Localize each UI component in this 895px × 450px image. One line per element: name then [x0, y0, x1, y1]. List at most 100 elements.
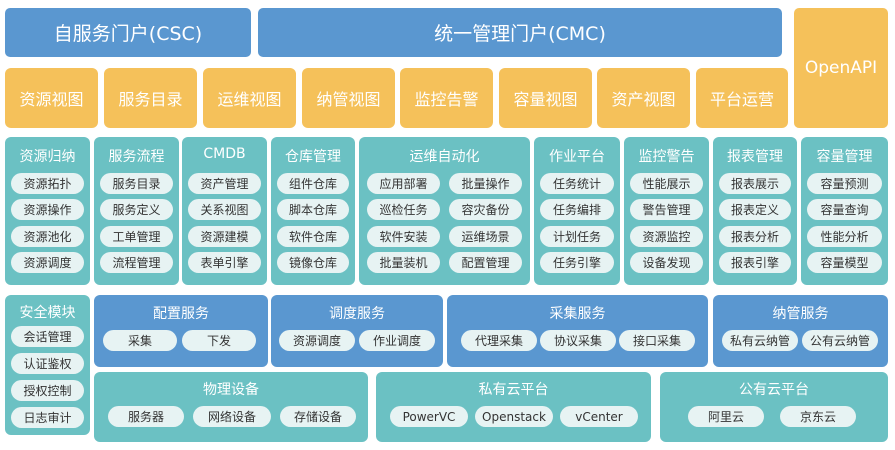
module-item[interactable]: 容量查询	[807, 199, 882, 220]
service-config: 配置服务 采集 下发	[94, 295, 268, 367]
module-item[interactable]: 脚本仓库	[277, 199, 349, 220]
view-monitoring[interactable]: 监控告警	[400, 68, 493, 128]
view-managed[interactable]: 纳管视图	[302, 68, 395, 128]
module-item[interactable]: 报表展示	[719, 173, 791, 194]
module-item[interactable]: 容量模型	[807, 252, 882, 273]
module-item[interactable]: 容量预测	[807, 173, 882, 194]
module-title: 仓库管理	[285, 149, 341, 165]
view-ops[interactable]: 运维视图	[203, 68, 296, 128]
service-title: 配置服务	[153, 306, 209, 322]
module-resource-induction: 资源归纳 资源拓扑 资源操作 资源池化 资源调度	[5, 137, 90, 285]
service-item[interactable]: 代理采集	[461, 330, 537, 351]
module-item[interactable]: 认证鉴权	[11, 353, 84, 374]
module-title: 服务流程	[108, 149, 165, 165]
module-item[interactable]: 应用部署	[367, 173, 440, 194]
module-item[interactable]: 任务统计	[540, 173, 614, 194]
openapi-box[interactable]: OpenAPI	[794, 8, 888, 128]
module-item[interactable]: 资源监控	[630, 226, 703, 247]
module-item[interactable]: 组件仓库	[277, 173, 349, 194]
view-capacity[interactable]: 容量视图	[499, 68, 592, 128]
module-item[interactable]: 镜像仓库	[277, 252, 349, 273]
module-capacity: 容量管理 容量预测 容量查询 性能分析 容量模型	[801, 137, 888, 285]
module-item[interactable]: 流程管理	[100, 252, 173, 273]
view-service-catalog[interactable]: 服务目录	[104, 68, 197, 128]
module-item[interactable]: 资源拓扑	[11, 173, 84, 194]
service-item[interactable]: 采集	[103, 330, 177, 351]
infra-physical: 物理设备 服务器 网络设备 存储设备	[94, 372, 368, 442]
infra-item[interactable]: PowerVC	[390, 406, 468, 427]
module-item[interactable]: 任务编排	[540, 199, 614, 220]
module-item[interactable]: 表单引擎	[188, 252, 261, 273]
service-item[interactable]: 协议采集	[540, 330, 616, 351]
module-ops-automation: 运维自动化 应用部署 批量操作 巡检任务 容灾备份 软件安装 运维场景 批量装机…	[359, 137, 530, 285]
service-scheduling: 调度服务 资源调度 作业调度	[271, 295, 443, 367]
csc-portal[interactable]: 自服务门户(CSC)	[5, 8, 251, 57]
module-item[interactable]: 软件安装	[367, 226, 440, 247]
view-asset[interactable]: 资产视图	[597, 68, 690, 128]
service-item[interactable]: 接口采集	[619, 330, 695, 351]
module-item[interactable]: 日志审计	[11, 407, 84, 428]
module-item[interactable]: 资产管理	[188, 173, 261, 194]
module-item[interactable]: 计划任务	[540, 226, 614, 247]
module-item[interactable]: 关系视图	[188, 199, 261, 220]
infra-public-cloud: 公有云平台 阿里云 京东云	[660, 372, 888, 442]
module-security: 安全模块 会话管理 认证鉴权 授权控制 日志审计	[5, 295, 90, 435]
module-title: 运维自动化	[409, 149, 480, 165]
infra-item[interactable]: 网络设备	[193, 406, 271, 427]
infra-title: 公有云平台	[739, 382, 809, 398]
module-item[interactable]: 配置管理	[449, 252, 522, 273]
infra-item[interactable]: 存储设备	[280, 406, 356, 427]
module-item[interactable]: 报表引擎	[719, 252, 791, 273]
module-item[interactable]: 服务目录	[100, 173, 173, 194]
module-item[interactable]: 会话管理	[11, 326, 84, 347]
module-item[interactable]: 软件仓库	[277, 226, 349, 247]
service-item[interactable]: 私有云纳管	[722, 330, 798, 351]
module-item[interactable]: 批量操作	[449, 173, 522, 194]
module-title: CMDB	[203, 146, 246, 162]
module-repository: 仓库管理 组件仓库 脚本仓库 软件仓库 镜像仓库	[271, 137, 355, 285]
module-item[interactable]: 运维场景	[449, 226, 522, 247]
view-platform-ops[interactable]: 平台运营	[696, 68, 788, 128]
module-title: 报表管理	[727, 149, 783, 165]
service-item[interactable]: 下发	[182, 330, 256, 351]
module-item[interactable]: 性能展示	[630, 173, 703, 194]
service-item[interactable]: 资源调度	[279, 330, 355, 351]
module-item[interactable]: 巡检任务	[367, 199, 440, 220]
module-item[interactable]: 容灾备份	[449, 199, 522, 220]
module-item[interactable]: 资源操作	[11, 199, 84, 220]
module-item[interactable]: 报表分析	[719, 226, 791, 247]
module-title: 作业平台	[549, 149, 605, 165]
module-item[interactable]: 工单管理	[100, 226, 173, 247]
service-item[interactable]: 作业调度	[359, 330, 435, 351]
service-title: 纳管服务	[772, 306, 829, 322]
module-item[interactable]: 资源池化	[11, 226, 84, 247]
module-item[interactable]: 任务引擎	[540, 252, 614, 273]
module-title: 容量管理	[816, 149, 873, 165]
view-resource[interactable]: 资源视图	[5, 68, 98, 128]
infra-private-cloud: 私有云平台 PowerVC Openstack vCenter	[376, 372, 651, 442]
module-monitoring-alert: 监控警告 性能展示 警告管理 资源监控 设备发现	[624, 137, 709, 285]
service-item[interactable]: 公有云纳管	[802, 330, 878, 351]
module-title: 安全模块	[19, 305, 76, 321]
module-item[interactable]: 设备发现	[630, 252, 703, 273]
infra-item[interactable]: vCenter	[560, 406, 638, 427]
cmc-portal[interactable]: 统一管理门户(CMC)	[258, 8, 782, 57]
module-title: 资源归纳	[19, 149, 76, 165]
module-item[interactable]: 服务定义	[100, 199, 173, 220]
module-job-platform: 作业平台 任务统计 任务编排 计划任务 任务引擎	[534, 137, 620, 285]
infra-item[interactable]: Openstack	[475, 406, 553, 427]
infra-item[interactable]: 阿里云	[688, 406, 764, 427]
service-collection: 采集服务 代理采集 协议采集 接口采集	[447, 295, 708, 367]
module-item[interactable]: 报表定义	[719, 199, 791, 220]
module-report: 报表管理 报表展示 报表定义 报表分析 报表引擎	[713, 137, 797, 285]
infra-title: 私有云平台	[478, 382, 549, 398]
module-item[interactable]: 资源调度	[11, 252, 84, 273]
module-item[interactable]: 资源建模	[188, 226, 261, 247]
infra-item[interactable]: 服务器	[108, 406, 184, 427]
module-item[interactable]: 性能分析	[807, 226, 882, 247]
infra-item[interactable]: 京东云	[780, 406, 856, 427]
module-item[interactable]: 授权控制	[11, 380, 84, 401]
service-title: 调度服务	[329, 306, 385, 322]
module-item[interactable]: 批量装机	[367, 252, 440, 273]
module-item[interactable]: 警告管理	[630, 199, 703, 220]
